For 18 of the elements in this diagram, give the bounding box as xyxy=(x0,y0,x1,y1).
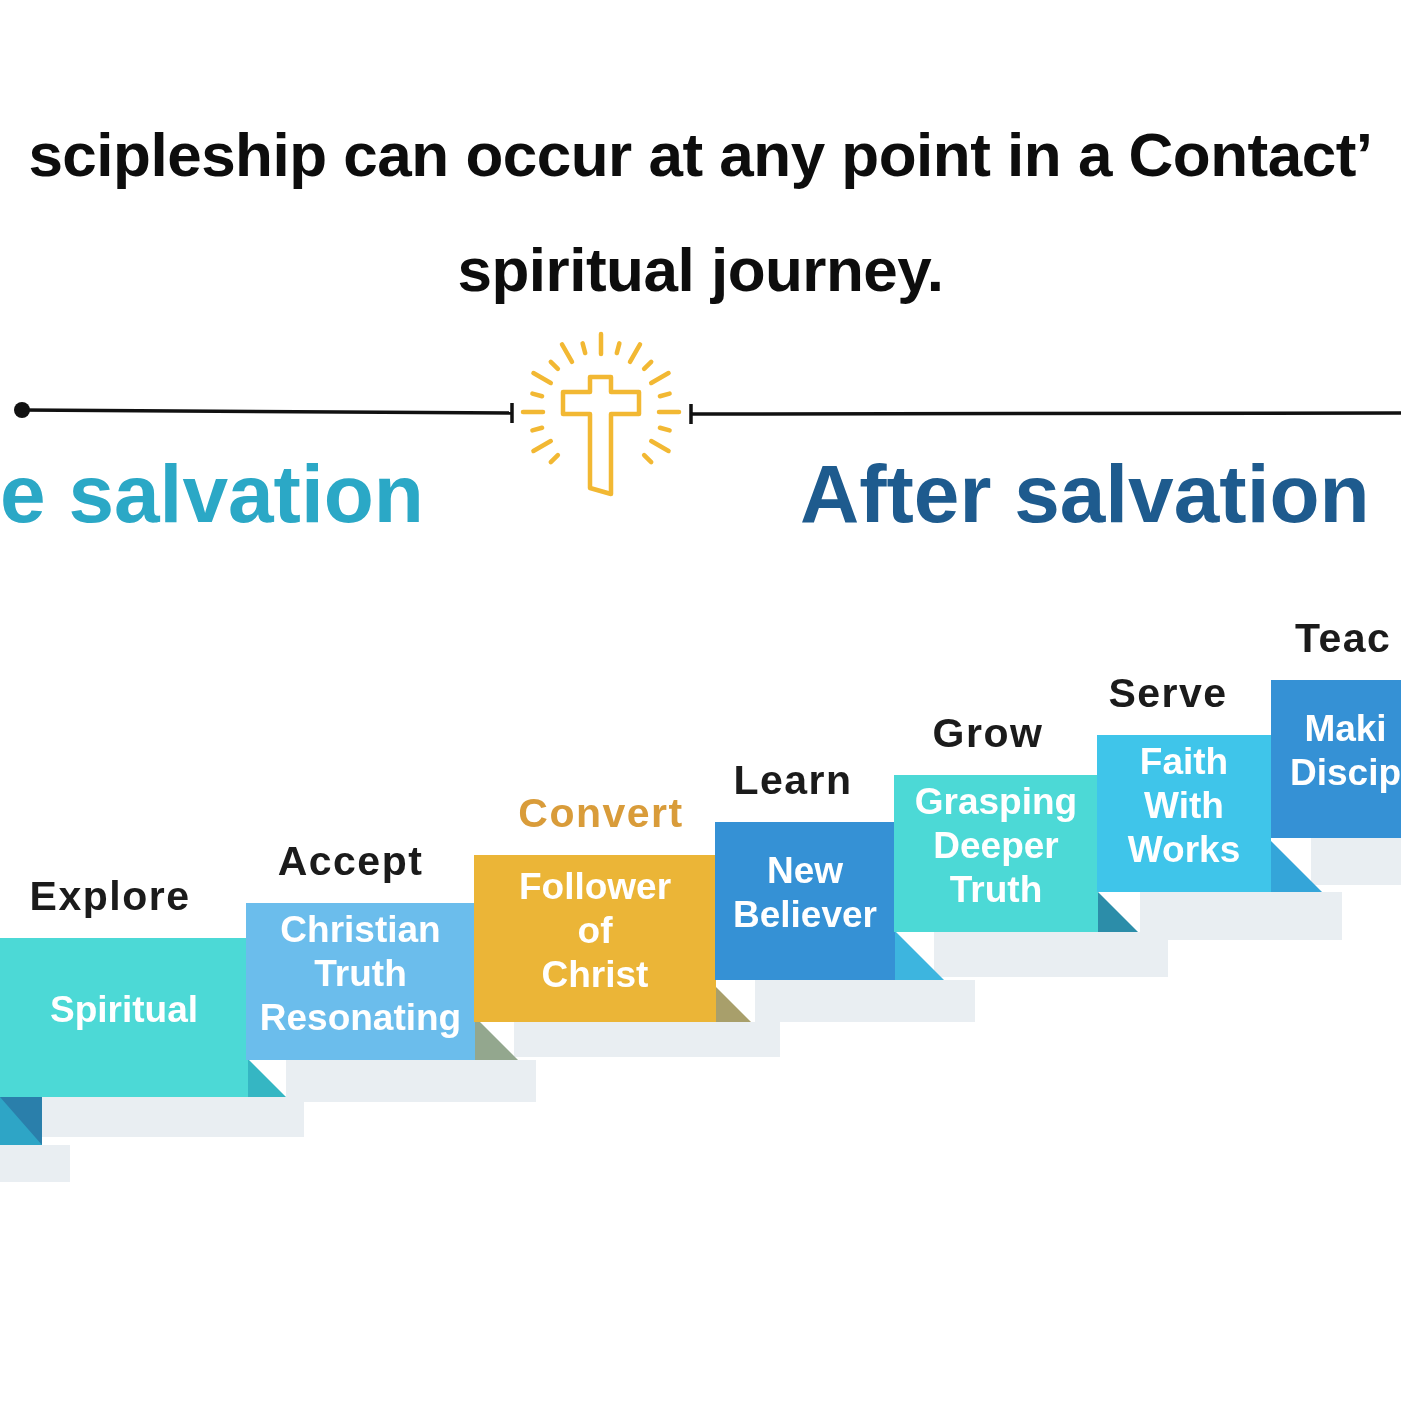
step-label: Maki Discip xyxy=(1290,707,1401,795)
step-heading: Accept xyxy=(277,841,424,882)
step-heading: Grow xyxy=(932,713,1044,754)
step-label: New Believer xyxy=(733,849,877,937)
step-heading: Convert xyxy=(518,793,684,834)
step-ribbon xyxy=(0,1097,42,1145)
slide-title: scipleship can occur at any point in a Contact’ spiritual journey. xyxy=(27,119,1374,306)
step-heading: Teac xyxy=(1295,618,1392,659)
step-label: Faith With Works xyxy=(1127,739,1241,872)
step-label: Follower of Christ xyxy=(518,864,672,997)
phase-label: e salvation xyxy=(0,453,424,535)
step-label: Grasping Deeper Truth xyxy=(914,779,1078,912)
step-label: Christian Truth Resonating xyxy=(259,907,462,1040)
step-label: Spiritual xyxy=(50,987,198,1032)
phase-label: After salvation xyxy=(800,453,1370,535)
step-heading: Learn xyxy=(733,760,853,801)
step-heading: Explore xyxy=(29,876,191,917)
step-heading: Serve xyxy=(1108,673,1228,714)
